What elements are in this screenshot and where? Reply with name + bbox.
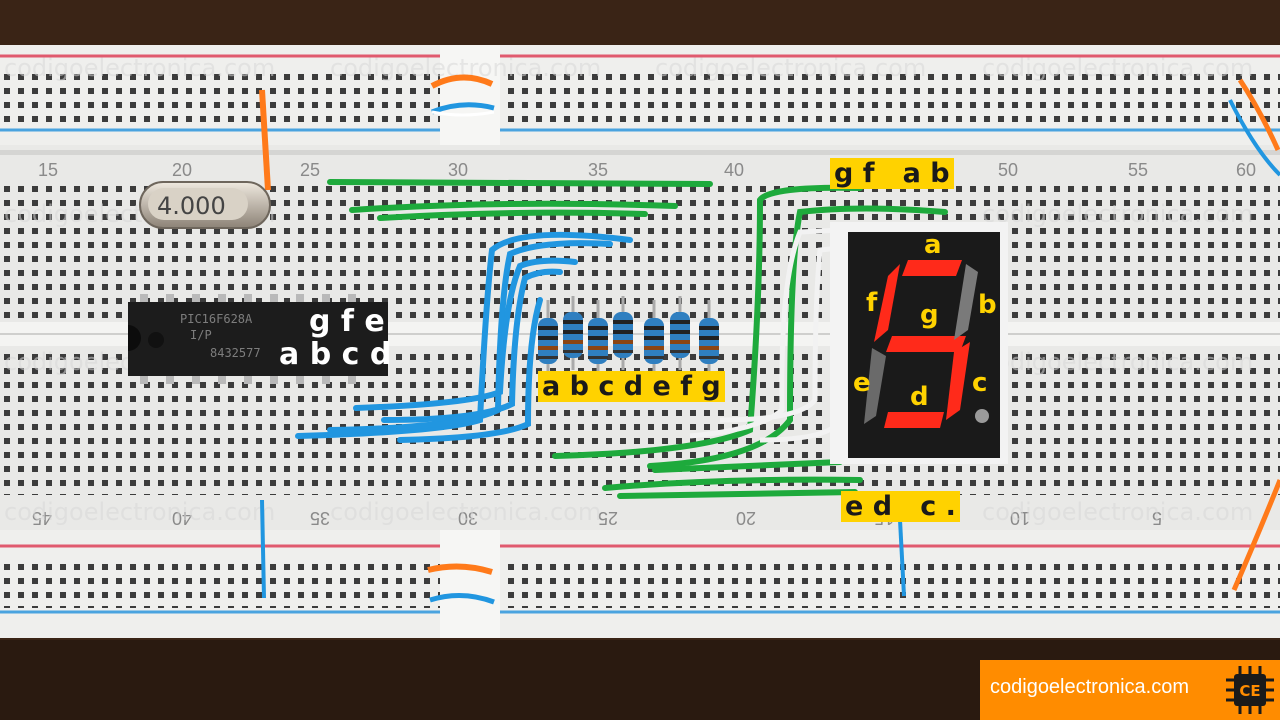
chip-bottom-pin-labels: a b c d bbox=[279, 337, 392, 372]
resistor-array bbox=[538, 296, 719, 374]
resistor bbox=[538, 300, 558, 374]
resistor bbox=[670, 296, 690, 370]
watermark-text: codigoelectronica.com bbox=[4, 54, 275, 82]
column-number: 40 bbox=[724, 160, 744, 180]
segment-f bbox=[874, 264, 900, 342]
chip-logo-icon: CE bbox=[1224, 664, 1276, 716]
crystal-oscillator: 4.000 bbox=[139, 89, 271, 229]
chip-sub-marking: I/P bbox=[190, 328, 212, 342]
column-number: 55 bbox=[1128, 160, 1148, 180]
watermark-text: codigoelectronica.com bbox=[655, 54, 926, 82]
resistor bbox=[644, 300, 664, 374]
column-number: 5 bbox=[1152, 508, 1162, 528]
chip-part-number: PIC16F628A bbox=[180, 312, 253, 326]
resistor bbox=[613, 296, 633, 370]
brand-banner[interactable]: codigoelectronica.com CE bbox=[980, 660, 1280, 720]
chip-lot-code: 8432577 bbox=[210, 346, 261, 360]
column-number: 30 bbox=[458, 508, 478, 528]
watermark-text: codigoelectronica.com bbox=[982, 54, 1253, 82]
column-number: 25 bbox=[300, 160, 320, 180]
logo-text: CE bbox=[1239, 682, 1260, 700]
segment-a bbox=[902, 260, 962, 276]
resistor bbox=[588, 300, 608, 374]
pic-microcontroller bbox=[128, 294, 388, 384]
blue-wires bbox=[295, 231, 633, 443]
resistor bbox=[563, 296, 583, 370]
decimal-point bbox=[975, 409, 989, 423]
segment-e bbox=[864, 348, 886, 424]
segment-label-g: g bbox=[920, 300, 939, 330]
brand-text: codigoelectronica.com bbox=[990, 676, 1189, 698]
segment-label-e: e bbox=[853, 368, 871, 398]
watermark-text: codigoelectronica.com bbox=[4, 498, 275, 526]
column-number: 25 bbox=[598, 508, 618, 528]
watermark-text: codigoelectronica.com bbox=[982, 348, 1253, 376]
column-number: 45 bbox=[32, 508, 52, 528]
column-number: 20 bbox=[736, 508, 756, 528]
rail-jumpers bbox=[260, 74, 1280, 605]
watermark-text: codigoelectronica.com bbox=[330, 498, 601, 526]
segment-label-c: c bbox=[972, 368, 988, 398]
segment-c bbox=[946, 342, 970, 420]
resistor bbox=[699, 300, 719, 374]
column-number: 60 bbox=[1236, 160, 1256, 180]
segment-label-d: d bbox=[910, 382, 929, 412]
green-wires bbox=[327, 179, 948, 499]
seven-segment-display bbox=[830, 222, 1008, 464]
chip-top-pin-labels: g f e bbox=[309, 304, 385, 339]
segment-label-a: a bbox=[924, 230, 942, 260]
resistor-labels: a b c d e f g bbox=[538, 371, 725, 402]
segment-label-b: b bbox=[978, 290, 997, 320]
column-number: 40 bbox=[172, 508, 192, 528]
column-number: 50 bbox=[998, 160, 1018, 180]
segment-g bbox=[886, 336, 966, 352]
column-number: 35 bbox=[310, 508, 330, 528]
crystal-label: 4.000 bbox=[157, 192, 226, 220]
column-number: 30 bbox=[448, 160, 468, 180]
display-bottom-pin-labels: e d c . bbox=[841, 491, 960, 522]
column-number: 10 bbox=[1010, 508, 1030, 528]
segment-d bbox=[884, 412, 944, 428]
column-number: 20 bbox=[172, 160, 192, 180]
watermark-text: codigoelectronica.com bbox=[982, 200, 1253, 228]
watermark-text: codigoelectronica.com bbox=[982, 498, 1253, 526]
column-number: 15 bbox=[38, 160, 58, 180]
display-top-pin-labels: g f a b bbox=[830, 158, 954, 189]
segment-b bbox=[954, 264, 978, 340]
segment-label-f: f bbox=[866, 288, 878, 318]
column-number: 35 bbox=[588, 160, 608, 180]
